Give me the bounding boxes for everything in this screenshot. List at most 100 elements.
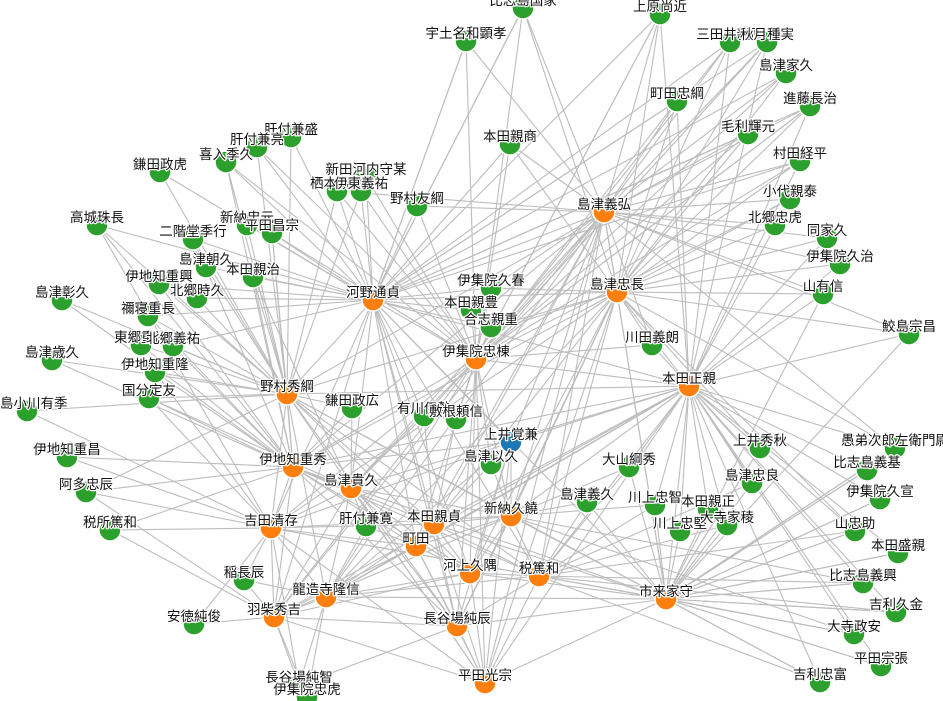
graph-edge [270, 527, 417, 547]
node-label: 伊集院久治 [806, 249, 874, 265]
node-label: 稲長辰 [224, 565, 265, 581]
graph-edge [372, 100, 678, 301]
graph-edge [372, 299, 512, 443]
graph-edge [616, 291, 910, 335]
graph-node [811, 282, 835, 306]
graph-edge [66, 456, 294, 468]
graph-node [883, 436, 907, 460]
graph-edge [26, 410, 272, 529]
node-label: 河上久隅 [443, 558, 497, 574]
graph-edge [325, 358, 477, 598]
node-label: 小代親泰 [763, 184, 817, 200]
graph-edge [372, 7, 524, 301]
graph-edge [522, 7, 618, 293]
graph-edge [616, 291, 896, 449]
graph-edge [475, 13, 661, 360]
graph-node [459, 298, 483, 322]
graph-node [855, 458, 879, 482]
node-label: 川上忠堅 [653, 516, 707, 532]
graph-node [696, 497, 720, 521]
graph-node [147, 272, 171, 296]
graph-node [361, 288, 385, 312]
graph-edge [252, 276, 352, 489]
node-label: 野村友綱 [390, 191, 444, 207]
graph-edge [109, 527, 272, 531]
graph-edge [509, 143, 605, 213]
graph-edge [484, 598, 667, 684]
graph-edge [270, 527, 275, 618]
graph-edge [469, 572, 667, 600]
graph-edge [372, 40, 467, 301]
graph-node [499, 504, 523, 528]
graph-edge [423, 358, 477, 417]
graph-edge [292, 466, 435, 525]
node-label: 本田親正 [681, 494, 735, 510]
graph-edge [270, 487, 352, 529]
graph-edge [688, 385, 896, 449]
node-label: 島津家久 [759, 57, 813, 74]
graph-edge [159, 171, 288, 395]
graph-edge [372, 160, 801, 301]
graph-edge [85, 393, 288, 493]
graph-edge [616, 237, 828, 293]
graph-edge [538, 530, 856, 577]
graph-edge [286, 176, 367, 395]
graph-edge [273, 572, 471, 618]
graph-edge [659, 13, 690, 387]
graph-edge [273, 515, 512, 618]
graph-node [718, 30, 742, 54]
graph-node [842, 622, 866, 646]
node-label: 比志島国家 [489, 0, 557, 9]
graph-edge [360, 190, 374, 301]
node-label: 平田光宗 [458, 668, 512, 684]
graph-edge [292, 466, 471, 574]
node-label: 合志親重 [464, 312, 518, 328]
graph-node [182, 612, 206, 636]
node-label: 喜入季久 [199, 147, 253, 163]
node-label: 北郷義祐 [146, 330, 200, 347]
graph-node [55, 445, 79, 469]
graph-edge [271, 232, 294, 468]
node-label: 吉田清存 [244, 513, 298, 529]
graph-edge [538, 482, 753, 577]
graph-node [479, 315, 503, 339]
graph-edge [325, 385, 690, 598]
graph-edge [665, 530, 856, 600]
graph-edge [688, 263, 841, 387]
node-label: 比志島義興 [829, 567, 897, 584]
graph-node [755, 30, 779, 54]
graph-node [15, 399, 39, 423]
graph-node [473, 671, 497, 695]
graph-edge [273, 487, 352, 618]
graph-edge [270, 527, 486, 684]
graph-edge [509, 143, 618, 293]
graph-edge [372, 143, 511, 301]
graph-edge [292, 385, 690, 468]
graph-edge [325, 572, 471, 598]
graph-edge [372, 211, 605, 301]
graph-edge [433, 211, 605, 525]
graph-edge [603, 72, 787, 213]
graph-edge [665, 385, 690, 600]
graph-node [40, 348, 64, 372]
graph-node [340, 396, 364, 420]
graph-edge [286, 393, 471, 574]
graph-edge [325, 545, 417, 598]
graph-node [349, 179, 373, 203]
graph-node [275, 382, 299, 406]
graph-edge [665, 447, 761, 600]
graph-edge [510, 211, 605, 443]
graph-edge [688, 385, 882, 667]
node-label: 禰寝重長 [121, 300, 175, 317]
graph-edge [271, 232, 374, 301]
graph-edge [286, 299, 374, 395]
node-label: 阿多忠辰 [59, 476, 113, 493]
node-label: 島津忠良 [725, 468, 779, 484]
graph-edge [96, 224, 374, 301]
graph-node [640, 333, 664, 357]
graph-edge [603, 211, 824, 295]
node-label: 伊地知重興 [125, 268, 193, 285]
graph-edge [372, 299, 417, 547]
graph-edge [688, 385, 864, 584]
graph-edge [350, 358, 477, 489]
